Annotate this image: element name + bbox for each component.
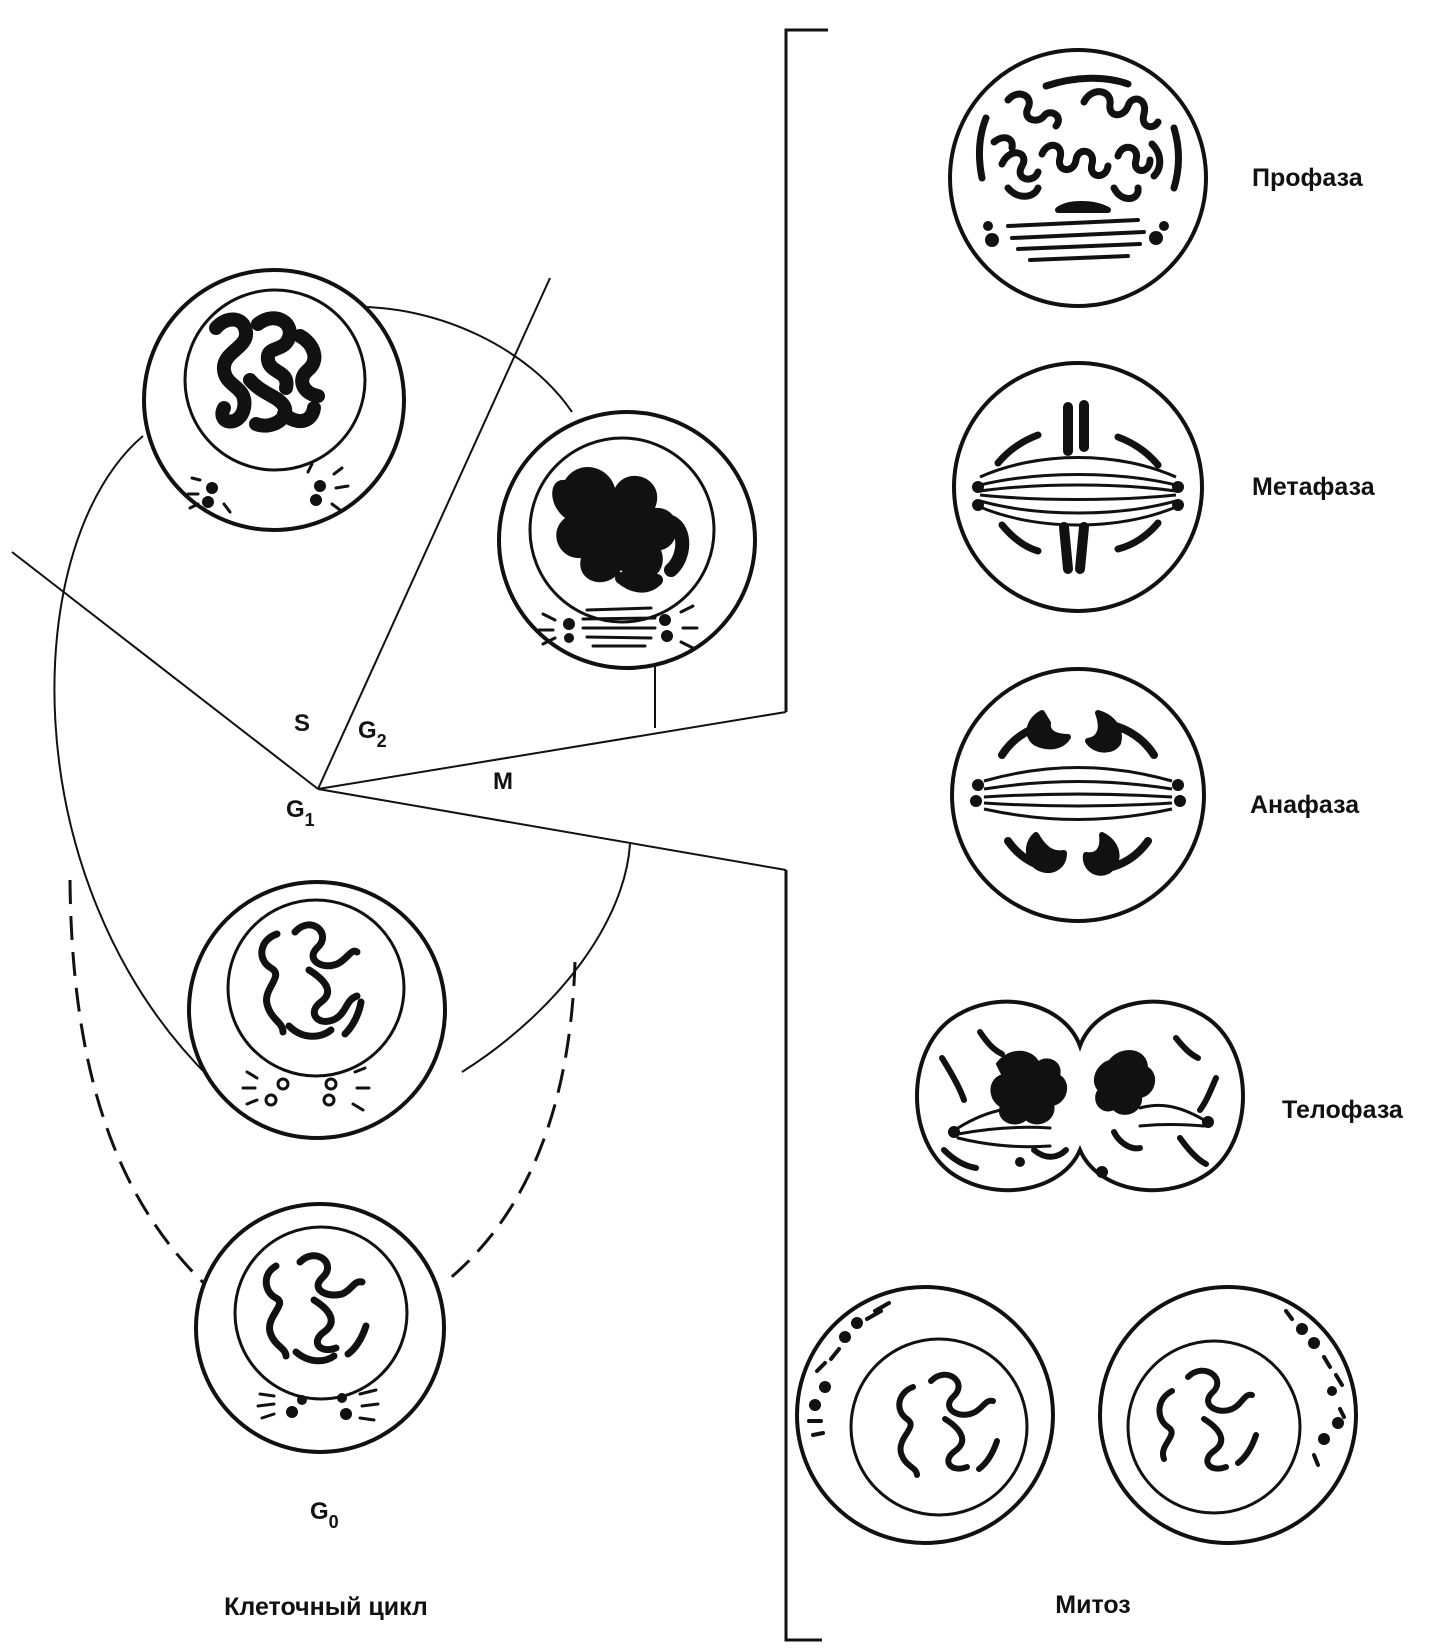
cycle-loop [53,305,631,1079]
metaphase-cell [952,361,1204,613]
phase-label-g2-index: 2 [377,731,387,751]
phase-label-g0-letter: G [310,1498,329,1525]
stage-label-telophase: Телофаза [1282,1096,1404,1124]
g0-phase-cell [194,1202,446,1454]
phase-label-g0-index: 0 [329,1512,339,1532]
anaphase-cell [950,667,1206,923]
mitosis-caption: Митоз [1055,1591,1130,1619]
mitosis-bracket [784,28,828,1642]
g1-phase-cell [187,880,447,1140]
s-phase-cell [142,268,406,532]
daughter-cell-right [1098,1285,1358,1545]
telophase-cell [915,999,1245,1193]
phase-sector-lines [11,277,787,871]
daughter-cell-left [795,1285,1055,1545]
phase-label-g1-letter: G [286,796,305,823]
phase-label-g0: G0 [310,1498,339,1532]
stage-label-prophase: Профаза [1252,164,1364,192]
stage-label-anaphase: Анафаза [1250,791,1360,819]
cell-cycle-caption: Клеточный цикл [224,1593,428,1621]
g2-phase-cell [497,410,757,670]
phase-label-m: M [493,768,513,795]
phase-label-g1: G1 [286,796,315,830]
phase-label-g1-index: 1 [305,810,315,830]
prophase-cell [948,48,1208,308]
phase-label-g2: G2 [358,717,387,751]
go-branch-dashed [68,879,577,1302]
phase-label-s: S [294,710,310,737]
stage-label-metaphase: Метафаза [1252,473,1376,501]
phase-label-g2-letter: G [358,717,377,744]
